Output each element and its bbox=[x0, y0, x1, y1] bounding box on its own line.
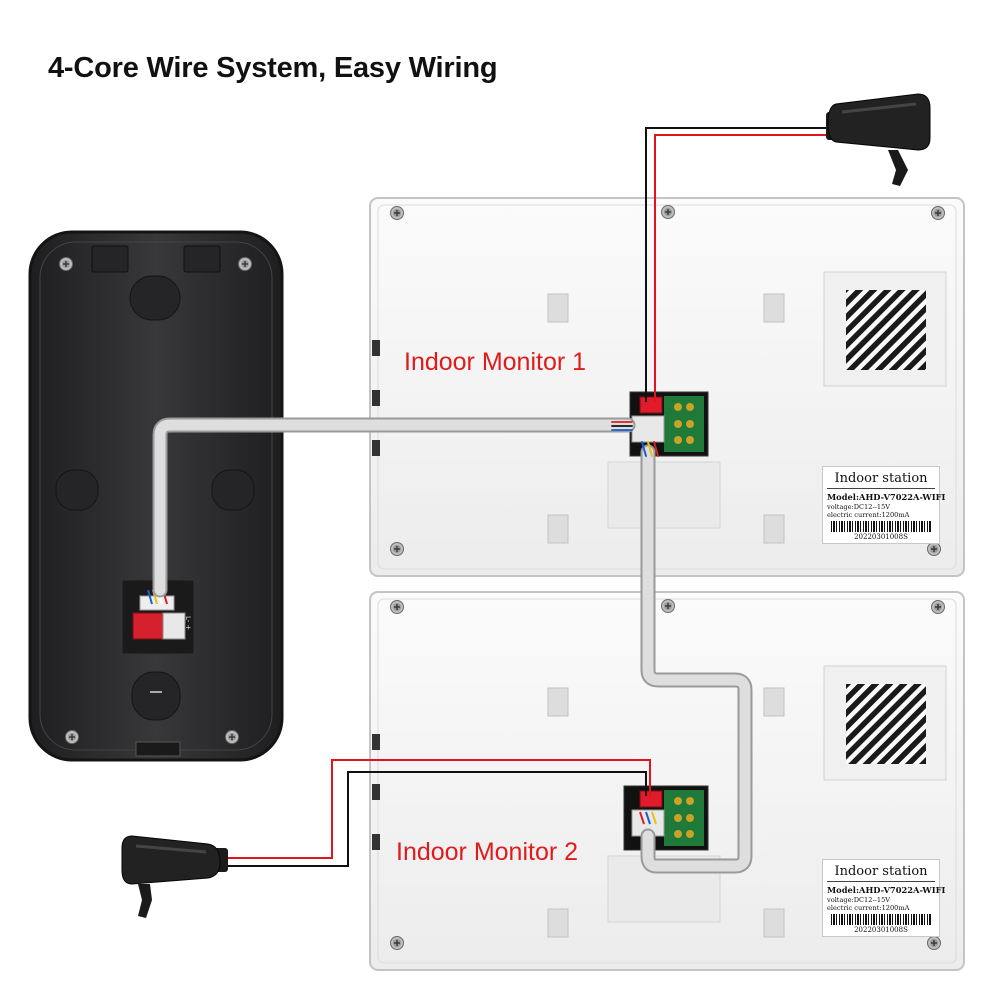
screw-icon bbox=[926, 541, 942, 557]
model-sticker-1: Indoor station Model:AHD-V7022A-WIFI vol… bbox=[822, 466, 946, 544]
speaker-grille bbox=[846, 684, 926, 764]
screw-icon bbox=[64, 729, 80, 745]
screw-icon bbox=[389, 599, 405, 615]
page-title: 4-Core Wire System, Easy Wiring bbox=[48, 52, 498, 84]
power-wire-2 bbox=[226, 759, 651, 867]
speaker-grille bbox=[846, 290, 926, 370]
power-wire-1 bbox=[645, 127, 834, 402]
screw-icon bbox=[389, 205, 405, 221]
sticker-voltage: voltage:DC12--15V bbox=[827, 503, 891, 511]
sticker-serial: 20220301008S bbox=[854, 533, 908, 541]
sticker-model: Model:AHD-V7022A-WIFI bbox=[827, 492, 946, 502]
sticker-current: electric current:1200mA bbox=[827, 511, 910, 519]
terminal-board bbox=[629, 391, 709, 457]
model-sticker-2: Indoor station Model:AHD-V7022A-WIFI vol… bbox=[822, 859, 946, 937]
terminal-marks: L- + bbox=[184, 616, 192, 631]
terminal-board bbox=[623, 785, 709, 851]
sticker-serial: 20220301008S bbox=[854, 926, 908, 934]
sticker-title: Indoor station bbox=[827, 469, 935, 489]
sticker-voltage: voltage:DC12--15V bbox=[827, 896, 891, 904]
monitor-2-label: Indoor Monitor 2 bbox=[396, 838, 579, 866]
indoor-monitor-2 bbox=[369, 591, 965, 971]
indoor-monitor-1 bbox=[369, 197, 965, 577]
screw-icon bbox=[389, 935, 405, 951]
barcode bbox=[831, 914, 931, 925]
screw-icon bbox=[237, 256, 253, 272]
power-adapter-icon bbox=[121, 835, 228, 918]
screw-icon bbox=[389, 541, 405, 557]
monitor-1-label: Indoor Monitor 1 bbox=[404, 348, 587, 376]
screw-icon bbox=[926, 935, 942, 951]
screw-icon bbox=[660, 598, 676, 614]
power-adapter-icon bbox=[826, 93, 931, 186]
sticker-title: Indoor station bbox=[827, 862, 935, 882]
screw-icon bbox=[224, 729, 240, 745]
screw-icon bbox=[58, 256, 74, 272]
barcode bbox=[831, 521, 931, 532]
screw-icon bbox=[930, 205, 946, 221]
sticker-current: electric current:1200mA bbox=[827, 904, 910, 912]
four-core-cable bbox=[152, 417, 753, 874]
screw-icon bbox=[660, 204, 676, 220]
screw-icon bbox=[930, 599, 946, 615]
sticker-model: Model:AHD-V7022A-WIFI bbox=[827, 885, 946, 895]
